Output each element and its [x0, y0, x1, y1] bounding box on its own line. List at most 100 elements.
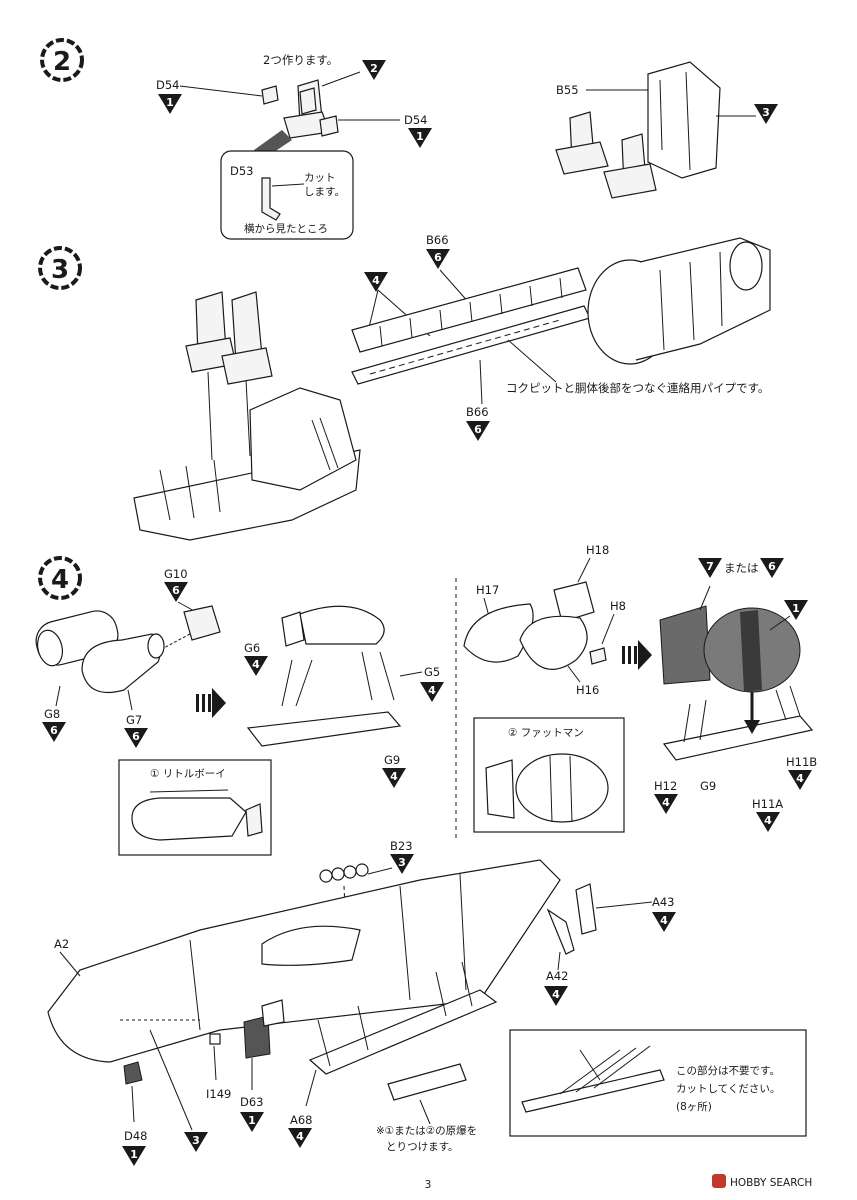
color-badge-d48: 1 [122, 1146, 146, 1166]
little-boy-box: ① リトルボーイ [118, 759, 272, 856]
unneeded-note-2: カットしてください。 [676, 1083, 780, 1095]
b55-seats [555, 111, 657, 199]
svg-text:1: 1 [130, 1148, 138, 1161]
label-h18: H18 [586, 543, 609, 557]
color-badge-b66-top: 6 [426, 249, 450, 269]
color-badge-g5: 4 [420, 682, 444, 702]
svg-text:4: 4 [764, 814, 772, 827]
color-badge-a2: 3 [184, 1132, 208, 1152]
label-i149: I149 [206, 1087, 231, 1101]
label-a2: A2 [54, 937, 69, 951]
svg-text:6: 6 [50, 724, 58, 737]
svg-text:6: 6 [768, 560, 776, 573]
fat-man-assembled [659, 585, 801, 693]
color-badge-b23: 3 [390, 854, 414, 874]
color-badge-2: 2 [362, 60, 386, 80]
label-a43: A43 [652, 895, 675, 909]
label-g6: G6 [244, 641, 260, 655]
unneeded-note-3: (8ヶ所) [676, 1101, 712, 1113]
label-h11a: H11A [752, 797, 783, 811]
svg-text:6: 6 [132, 730, 140, 743]
svg-text:3: 3 [762, 106, 770, 119]
svg-text:1: 1 [248, 1114, 256, 1127]
color-badge-1: 1 [784, 600, 808, 620]
assembly-arrow-left [196, 688, 226, 718]
page-number: 3 [425, 1179, 432, 1191]
color-badge-g10: 6 [164, 582, 188, 602]
h17-part [463, 603, 534, 663]
watermark-text: HOBBY SEARCH [730, 1177, 812, 1189]
color-badge-b55: 3 [754, 104, 778, 124]
d48-part [123, 1061, 143, 1085]
svg-text:1: 1 [166, 96, 174, 109]
svg-text:4: 4 [660, 914, 668, 927]
d54-left-part [261, 85, 279, 105]
i149-part [209, 1033, 221, 1045]
svg-text:4: 4 [428, 684, 436, 697]
color-badge-a42: 4 [544, 986, 568, 1006]
svg-text:4: 4 [372, 274, 380, 287]
svg-text:1: 1 [792, 602, 800, 615]
callout-side-view: D53 カット します。 横から見たところ [220, 150, 354, 240]
label-d48: D48 [124, 1129, 148, 1143]
label-h17: H17 [476, 583, 499, 597]
unneeded-note-1: この部分は不要です。 [676, 1064, 780, 1077]
g7-part [81, 633, 165, 694]
unneeded-parts-box: この部分は不要です。 カットしてください。 (8ヶ所) [509, 1029, 807, 1137]
color-badge-a43: 4 [652, 912, 676, 932]
label-g8: G8 [44, 707, 60, 721]
step-2: 2 2つ作ります。 2 D54 1 D54 1 [40, 38, 778, 240]
bomb-note-1: ※①または②の原爆を [376, 1124, 477, 1137]
color-badge-6: 6 [760, 558, 784, 578]
callout-caption: 横から見たところ [244, 222, 328, 235]
step-3-badge: 3 [38, 246, 82, 290]
svg-text:4: 4 [552, 988, 560, 1001]
label-h12: H12 [654, 779, 677, 793]
svg-text:6: 6 [474, 423, 482, 436]
label-g9-right: G9 [700, 779, 716, 793]
label-d53: D53 [230, 164, 254, 178]
color-badge-g6: 4 [244, 656, 268, 676]
hobby-search-watermark: HOBBY SEARCH [712, 1174, 812, 1189]
label-a42: A42 [546, 969, 569, 983]
fat-man-title: ② ファットマン [508, 727, 584, 739]
svg-text:4: 4 [252, 658, 260, 671]
note-make-two: 2つ作ります。 [263, 53, 338, 67]
svg-text:4: 4 [390, 770, 398, 783]
d54-right-part [319, 115, 339, 137]
color-badge-a68: 4 [288, 1128, 312, 1148]
label-d63: D63 [240, 1095, 264, 1109]
label-g5: G5 [424, 665, 440, 679]
a43-part [575, 883, 597, 935]
svg-text:6: 6 [434, 251, 442, 264]
step-4-badge: 4 [38, 556, 82, 600]
label-a68: A68 [290, 1113, 313, 1127]
color-badge-7: 7 [698, 558, 722, 578]
color-badge-h11b: 4 [788, 770, 812, 790]
svg-text:3: 3 [398, 856, 406, 869]
label-b66-bottom: B66 [466, 405, 489, 419]
h18-part [553, 581, 595, 623]
color-badge-g7: 6 [124, 728, 148, 748]
label-or: または [724, 561, 759, 575]
fat-man-box: ② ファットマン [473, 717, 625, 833]
step-2-number: 2 [53, 47, 71, 77]
step-2-badge: 2 [40, 38, 84, 82]
svg-text:2: 2 [370, 62, 378, 75]
label-g9-left: G9 [384, 753, 400, 767]
svg-text:4: 4 [662, 796, 670, 809]
h8-part [589, 647, 607, 665]
little-boy-assembly [246, 605, 402, 747]
a68-bomb-bay [308, 961, 498, 1101]
step-4: 4 G10 6 G8 6 G7 6 [35, 543, 817, 856]
label-h11b: H11B [786, 755, 817, 769]
b23-part [319, 863, 369, 883]
bomb-note-2: とりつけます。 [386, 1141, 459, 1153]
b55-bulkhead [647, 61, 721, 179]
color-badge-h11a: 4 [756, 812, 780, 832]
d63-part [243, 999, 285, 1059]
color-badge-b66-bottom: 6 [466, 421, 490, 441]
a2-fuselage-half [47, 859, 561, 1063]
svg-text:7: 7 [706, 560, 714, 573]
